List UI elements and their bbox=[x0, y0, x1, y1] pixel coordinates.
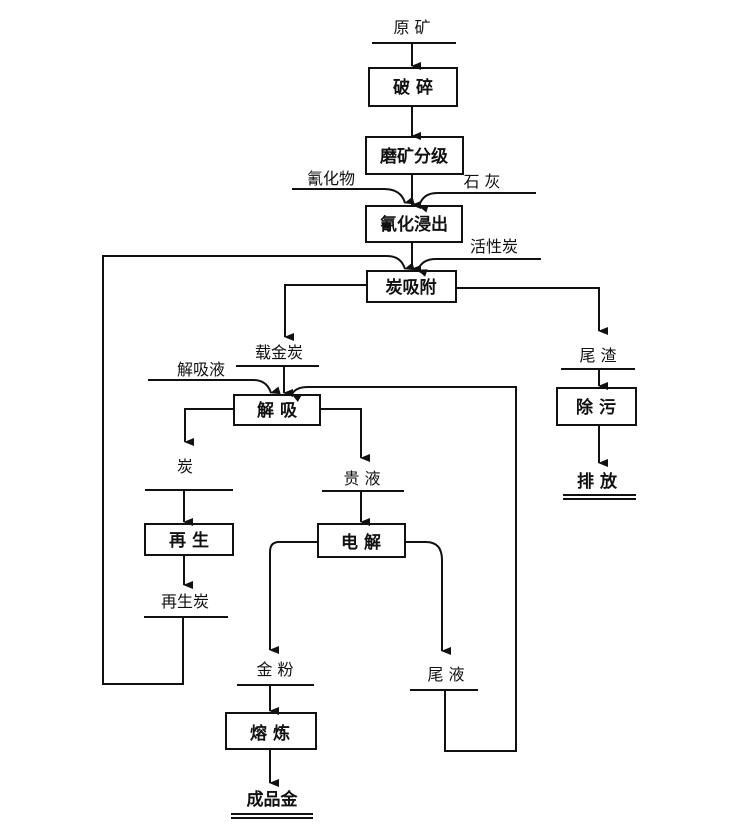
loaded-carbon-label: 载金炭 bbox=[255, 343, 303, 362]
labels: 原 矿 破 碎 磨矿分级 氰化物 石 灰 氰化浸出 活性炭 炭吸附 载金炭 解吸… bbox=[161, 18, 618, 810]
flow-regenerated-carbon-recycle bbox=[102, 255, 415, 685]
crushing-label: 破 碎 bbox=[393, 77, 433, 98]
flow-activated-carbon-input bbox=[417, 258, 541, 277]
desorption-label: 解 吸 bbox=[257, 400, 298, 421]
electrolysis-label: 电 解 bbox=[341, 532, 381, 553]
leaching-box bbox=[365, 205, 463, 243]
flow-barren-solution-recycle bbox=[291, 386, 517, 752]
regeneration-label: 再 生 bbox=[169, 530, 209, 551]
pregnant-solution-label: 贵 液 bbox=[343, 469, 380, 488]
activated-carbon-label: 活性炭 bbox=[470, 237, 518, 256]
flow-lines bbox=[102, 42, 637, 819]
flow-to-tailings bbox=[456, 287, 608, 335]
smelting-label: 熔 炼 bbox=[250, 723, 290, 744]
adsorption-box bbox=[366, 270, 457, 303]
grinding-box bbox=[365, 136, 464, 175]
flow-to-gold-powder bbox=[269, 541, 318, 654]
raw-ore-label: 原 矿 bbox=[393, 18, 430, 37]
regenerated-carbon-label: 再生炭 bbox=[161, 592, 209, 611]
barren-solution-label: 尾 液 bbox=[427, 665, 464, 684]
flow-to-loaded-carbon bbox=[284, 284, 367, 341]
flow-to-carbon bbox=[184, 408, 234, 446]
decontamination-box bbox=[556, 387, 637, 426]
lime-label: 石 灰 bbox=[463, 172, 500, 191]
flow-desorption-solution-input bbox=[148, 379, 281, 395]
flow-lime-input bbox=[418, 192, 536, 213]
flow-cyanide-input bbox=[292, 188, 415, 205]
carbon-label: 炭 bbox=[177, 457, 193, 476]
finished-gold-label: 成品金 bbox=[247, 789, 299, 810]
tailings-label: 尾 渣 bbox=[579, 346, 616, 365]
desorption-solution-label: 解吸液 bbox=[177, 360, 225, 379]
flow-to-barren-solution bbox=[405, 541, 451, 655]
gold-powder-label: 金 粉 bbox=[256, 660, 293, 679]
discharge-label: 排 放 bbox=[577, 471, 618, 492]
cyanide-label: 氰化物 bbox=[307, 169, 355, 188]
electrolysis-box bbox=[317, 523, 406, 558]
grinding-classification-label: 磨矿分级 bbox=[380, 146, 448, 167]
regeneration-box bbox=[144, 523, 234, 556]
carbon-adsorption-label: 炭吸附 bbox=[386, 277, 437, 298]
flow-to-pregnant-solution bbox=[320, 408, 370, 462]
cyanide-leaching-label: 氰化浸出 bbox=[380, 214, 448, 235]
decontamination-label: 除 污 bbox=[576, 397, 616, 418]
